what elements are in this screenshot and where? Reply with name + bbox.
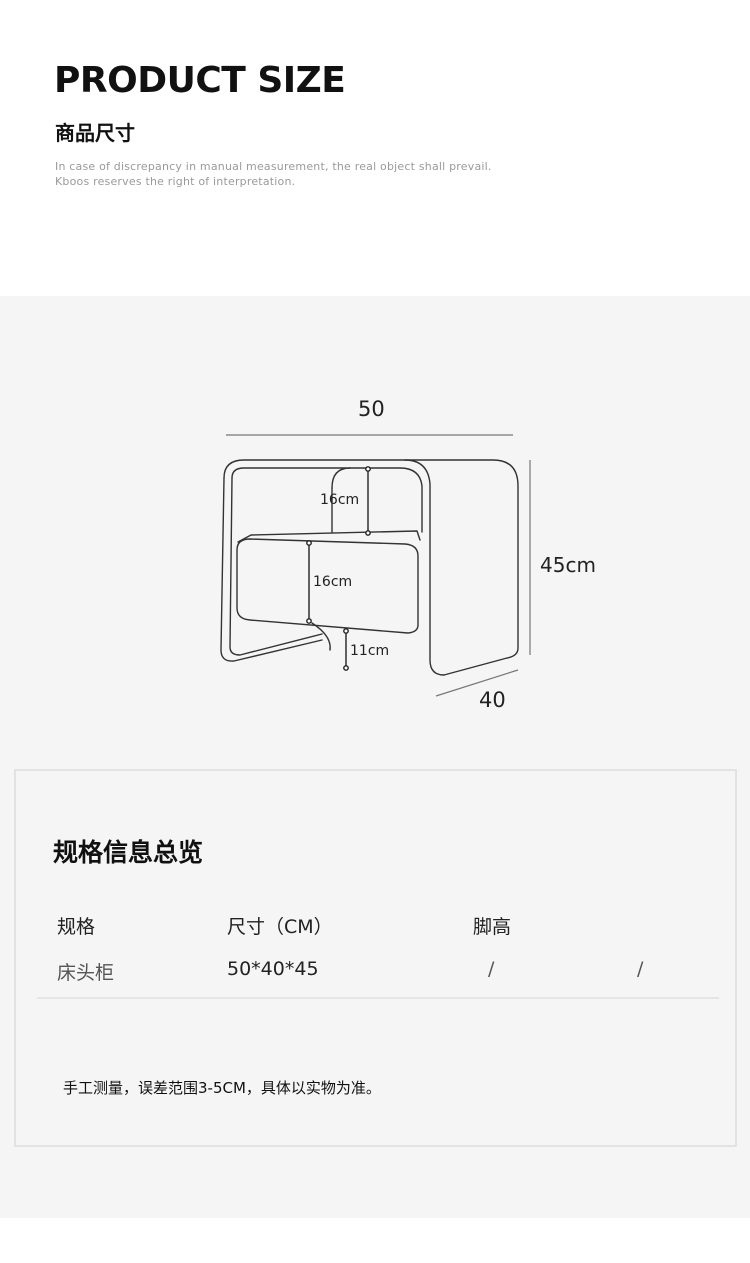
height-label: 45cm	[540, 553, 596, 577]
spec-cell-size: 50*40*45	[227, 958, 319, 980]
measurement-note-line1: In case of discrepancy in manual measure…	[55, 160, 492, 173]
width-label: 50	[358, 397, 385, 421]
bedside-table-diagram	[220, 434, 531, 697]
spec-header-size: 尺寸（CM）	[227, 916, 333, 938]
header-section: PRODUCT SIZE 商品尺寸 In case of discrepancy…	[0, 0, 750, 296]
spec-title: 规格信息总览	[53, 838, 204, 867]
page-title-en: PRODUCT SIZE	[54, 60, 346, 101]
bottom-gap-label: 11cm	[350, 643, 390, 659]
top-shelf-marker	[365, 466, 371, 536]
spec-cell-name: 床头柜	[57, 962, 115, 984]
depth-dimension-line	[435, 669, 519, 697]
table-row-divider	[37, 997, 719, 999]
top-shelf-label: 16cm	[320, 492, 360, 508]
table-outline	[220, 459, 519, 676]
depth-label: 40	[479, 688, 506, 712]
measurement-disclaimer: 手工测量，误差范围3-5CM，具体以实物为准。	[63, 1079, 381, 1097]
middle-shelf-label: 16cm	[313, 574, 353, 590]
middle-shelf-marker	[306, 540, 312, 624]
bottom-gap-marker	[343, 628, 349, 671]
spec-card	[14, 769, 737, 1147]
spec-cell-extra: /	[637, 958, 644, 980]
spec-cell-leg-height: /	[488, 958, 495, 980]
measurement-note-line2: Kboos reserves the right of interpretati…	[55, 175, 296, 188]
spec-header-name: 规格	[57, 916, 96, 938]
page-title-cn: 商品尺寸	[55, 121, 135, 145]
spec-header-leg-height: 脚高	[473, 916, 512, 938]
